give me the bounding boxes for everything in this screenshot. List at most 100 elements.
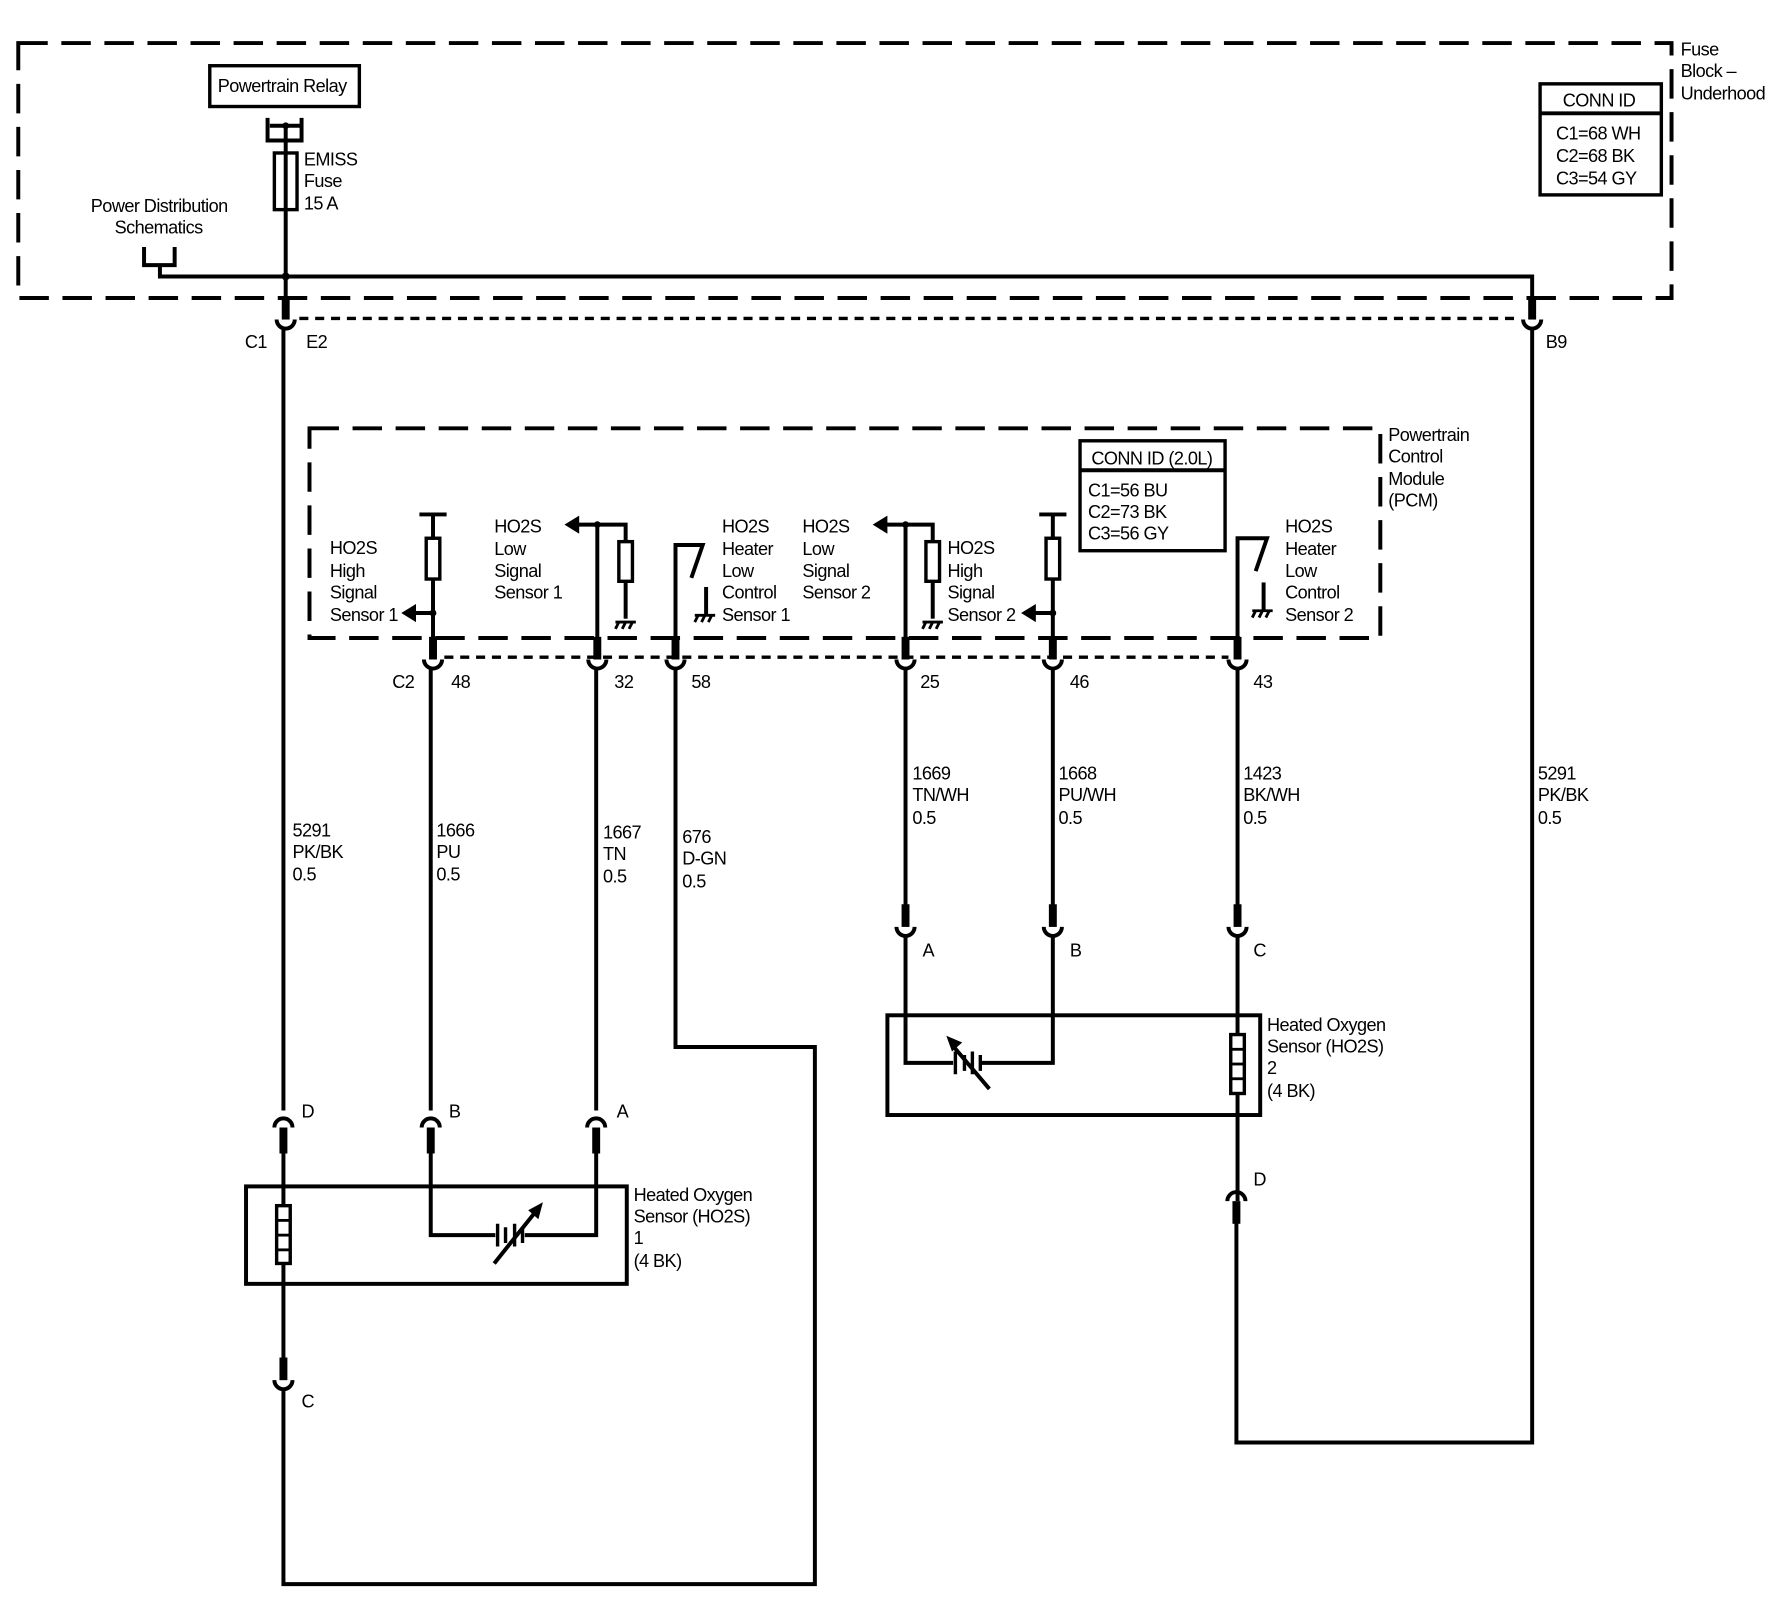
connector-c1-e2: C1 E2 (245, 296, 328, 352)
fuse-block-underhood: Fuse Block – Underhood CONN ID C1=68 WH … (16, 40, 1766, 318)
wire-circuit: 1669 (912, 764, 951, 784)
fuse-block-conn-id-table: CONN ID C1=68 WH C2=68 BK C3=54 GY (1538, 82, 1664, 197)
circuit-label: Sensor 2 (947, 605, 1015, 625)
circuit-label: Signal (802, 561, 849, 581)
wire-color: TN/WH (912, 785, 969, 805)
circuit-label: Sensor 2 (1285, 605, 1353, 625)
sensor1-label: Heated Oxygen (634, 1185, 753, 1205)
wire-color: TN (603, 844, 626, 864)
sensor2-pin-a: A (923, 940, 936, 960)
wire-gauge: 0.5 (292, 864, 316, 884)
wire-5291-right[interactable]: 5291 PK/BK 0.5 (1234, 328, 1589, 1445)
wire-circuit: 1666 (436, 820, 475, 840)
sensor1-pin-d: D (302, 1101, 315, 1121)
circuit-label: HO2S (947, 538, 995, 558)
circuit-label: Sensor 1 (722, 605, 790, 625)
wire-5291-left[interactable]: 5291 PK/BK 0.5 (281, 328, 344, 1111)
wire-color: BK/WH (1243, 785, 1300, 805)
pcm-conn-id-title: CONN ID (2.0L) (1091, 449, 1212, 469)
wire-gauge: 0.5 (1059, 808, 1083, 828)
wire-circuit: 1667 (603, 823, 642, 843)
pcm-conn-id-table: CONN ID (2.0L) C1=56 BU C2=73 BK C3=56 G… (1078, 439, 1227, 553)
powertrain-relay-label: Powertrain Relay (218, 76, 348, 96)
pcm-connector-c2: C2 48 32 58 25 46 43 (392, 636, 1273, 692)
wire-circuit: 1668 (1059, 764, 1098, 784)
circuit-label: HO2S (330, 538, 378, 558)
connector-e2-label: E2 (306, 332, 328, 352)
pcm-circuit-46: HO2S High Signal Sensor 2 (947, 512, 1067, 653)
wire-circuit: 1423 (1243, 764, 1282, 784)
powertrain-relay: Powertrain Relay (208, 64, 362, 143)
sensor1-pin-c: C (302, 1391, 315, 1411)
wire-1423[interactable]: 1423 BK/WH 0.5 (1235, 668, 1300, 918)
wire-color: D-GN (682, 849, 726, 869)
pin-label: 48 (451, 672, 471, 692)
sensor2-label: 2 (1267, 1058, 1277, 1078)
fuse-label: 15 A (304, 194, 339, 214)
wire-gauge: 0.5 (1538, 808, 1562, 828)
circuit-label: Low (494, 539, 527, 559)
pcm-title: Control (1388, 446, 1442, 466)
sensor2-pin-c: C (1253, 940, 1266, 960)
wire-gauge: 0.5 (1243, 808, 1267, 828)
conn-id-line: C1=68 WH (1556, 123, 1641, 143)
circuit-label: Sensor 1 (494, 582, 562, 602)
pin-label: 32 (614, 672, 634, 692)
wire-color: PK/BK (1538, 785, 1589, 805)
wire-gauge: 0.5 (603, 867, 627, 887)
power-dist-label[interactable]: Power Distribution (91, 196, 228, 216)
sensor2-label: Sensor (HO2S) (1267, 1037, 1384, 1057)
wire-1669[interactable]: 1669 TN/WH 0.5 (903, 668, 969, 918)
circuit-label: High (330, 561, 365, 581)
sensor2-label: (4 BK) (1267, 1081, 1315, 1101)
emiss-fuse: EMISS Fuse 15 A (272, 125, 358, 214)
circuit-label: Low (1285, 561, 1318, 581)
pcm-conn-id-line: C2=73 BK (1088, 502, 1167, 522)
power-dist-label[interactable]: Schematics (115, 217, 204, 237)
sensor1-label: (4 BK) (634, 1251, 682, 1271)
sensor2-pin-d: D (1253, 1169, 1266, 1189)
sensor1-pin-a: A (617, 1101, 630, 1121)
pin-label: 46 (1070, 672, 1090, 692)
wire-color: PU (436, 842, 460, 862)
connector-c2-label: C2 (392, 672, 415, 692)
circuit-label: Sensor 2 (802, 582, 870, 602)
conn-id-line: C3=54 GY (1556, 169, 1637, 189)
fuse-label: Fuse (304, 171, 343, 191)
circuit-label: Signal (330, 582, 377, 602)
circuit-label: HO2S (802, 517, 850, 537)
circuit-label: Signal (947, 582, 994, 602)
pcm-conn-id-line: C3=56 GY (1088, 523, 1169, 543)
pcm-circuit-25: HO2S Low Signal Sensor 2 (802, 515, 943, 653)
pcm-circuit-48: HO2S High Signal Sensor 1 (330, 512, 447, 653)
wire-1667[interactable]: 1667 TN 0.5 (594, 668, 642, 1111)
circuit-label: Signal (494, 561, 541, 581)
wire-1666[interactable]: 1666 PU 0.5 (428, 668, 476, 1111)
circuit-label: Heater (1285, 539, 1337, 559)
fuse-block-title-3: Underhood (1681, 84, 1766, 104)
wire-676[interactable]: 676 D-GN 0.5 (281, 668, 817, 1587)
wire-color: PK/BK (292, 842, 343, 862)
circuit-label: Low (722, 561, 755, 581)
circuit-label: High (947, 561, 982, 581)
fuse-block-title-1: Fuse (1681, 40, 1720, 60)
wire-circuit: 5291 (1538, 764, 1577, 784)
wire-gauge: 0.5 (912, 808, 936, 828)
sensor1-pin-b: B (449, 1101, 461, 1121)
pcm-circuit-58: HO2S Heater Low Control Sensor 1 (673, 517, 791, 653)
sensor2-label: Heated Oxygen (1267, 1015, 1386, 1035)
wire-1668[interactable]: 1668 PU/WH 0.5 (1050, 668, 1117, 918)
circuit-label: Heater (722, 539, 774, 559)
pcm-circuit-32: HO2S Low Signal Sensor 1 (494, 515, 636, 653)
conn-id-line: C2=68 BK (1556, 146, 1635, 166)
pcm-title: (PCM) (1388, 491, 1438, 511)
pcm-title: Module (1388, 469, 1445, 489)
circuit-label: Control (1285, 582, 1339, 602)
circuit-label: Low (802, 539, 835, 559)
wire-gauge: 0.5 (682, 871, 706, 891)
connector-b9: B9 (1521, 296, 1568, 352)
fuse-label: EMISS (304, 149, 358, 169)
circuit-label: Control (722, 582, 776, 602)
pin-label: 58 (691, 672, 711, 692)
